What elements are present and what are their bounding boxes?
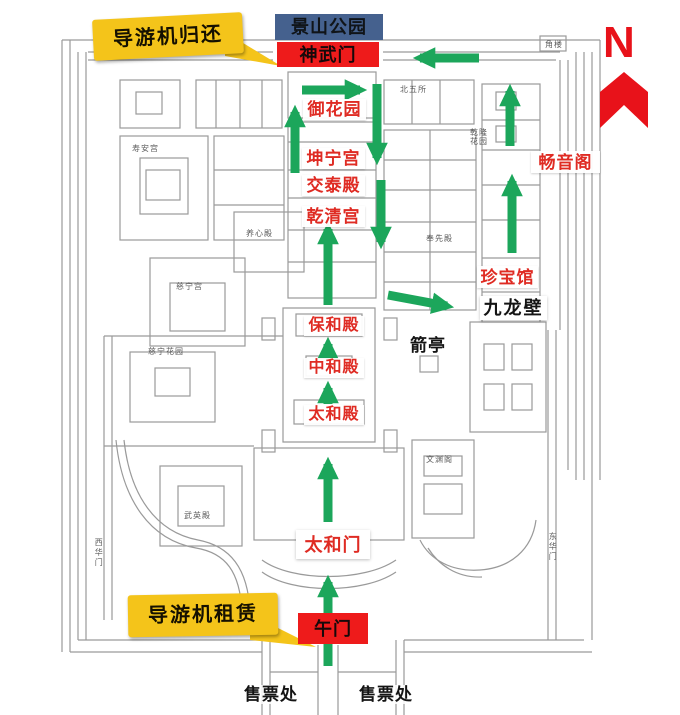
ticket-office-left-label: 售票处 [242, 685, 300, 704]
jiulongbi-label: 九龙壁 [480, 296, 547, 320]
map-label-beiwusuo: 北五所 [400, 85, 427, 94]
map-label-jiaolou: 角楼 [545, 40, 563, 49]
jiaotaidian-stop-label: 交泰殿 [302, 175, 365, 196]
map-label-cininggong: 慈宁宫 [176, 282, 203, 291]
yuhuayuan-stop-label: 御花园 [303, 99, 366, 120]
map-label-xihuamen: 西华门 [94, 538, 104, 568]
qianqinggong-stop-label: 乾清宫 [302, 206, 365, 227]
jianting-label: 箭亭 [406, 336, 450, 354]
map-label-cininghuayuan: 慈宁花园 [148, 347, 184, 356]
zhenbaoguan-stop-label: 珍宝馆 [477, 266, 538, 288]
zhonghedian-stop-label: 中和殿 [304, 358, 364, 378]
compass-north-letter: N [603, 18, 635, 67]
kunninggong-stop-label: 坤宁宫 [302, 148, 365, 169]
map-label-shouangong: 寿安宫 [132, 144, 159, 153]
baohedian-stop-label: 保和殿 [304, 316, 364, 336]
map-label-wuyingdian: 武英殿 [184, 511, 211, 520]
map-label-yangxindian: 养心殿 [246, 229, 273, 238]
jingshan-park-label: 景山公园 [275, 14, 383, 40]
shenwumen-gate-label: 神武门 [277, 42, 379, 67]
ticket-office-right-label: 售票处 [357, 685, 415, 704]
changyinge-stop-label: 畅音阁 [531, 151, 600, 173]
map-label-fengxiandian: 奉先殿 [426, 234, 453, 243]
map-label-wenyuange: 文渊阁 [426, 455, 453, 464]
map-label-qianlonghuayuan: 乾隆花园 [470, 128, 488, 147]
route-arrow-9 [387, 290, 455, 314]
map-label-donghuamen: 东华门 [548, 532, 558, 562]
wumen-gate-label: 午门 [298, 613, 368, 644]
taihedian-stop-label: 太和殿 [304, 405, 364, 425]
taihemen-gate-label: 太和门 [296, 530, 370, 559]
